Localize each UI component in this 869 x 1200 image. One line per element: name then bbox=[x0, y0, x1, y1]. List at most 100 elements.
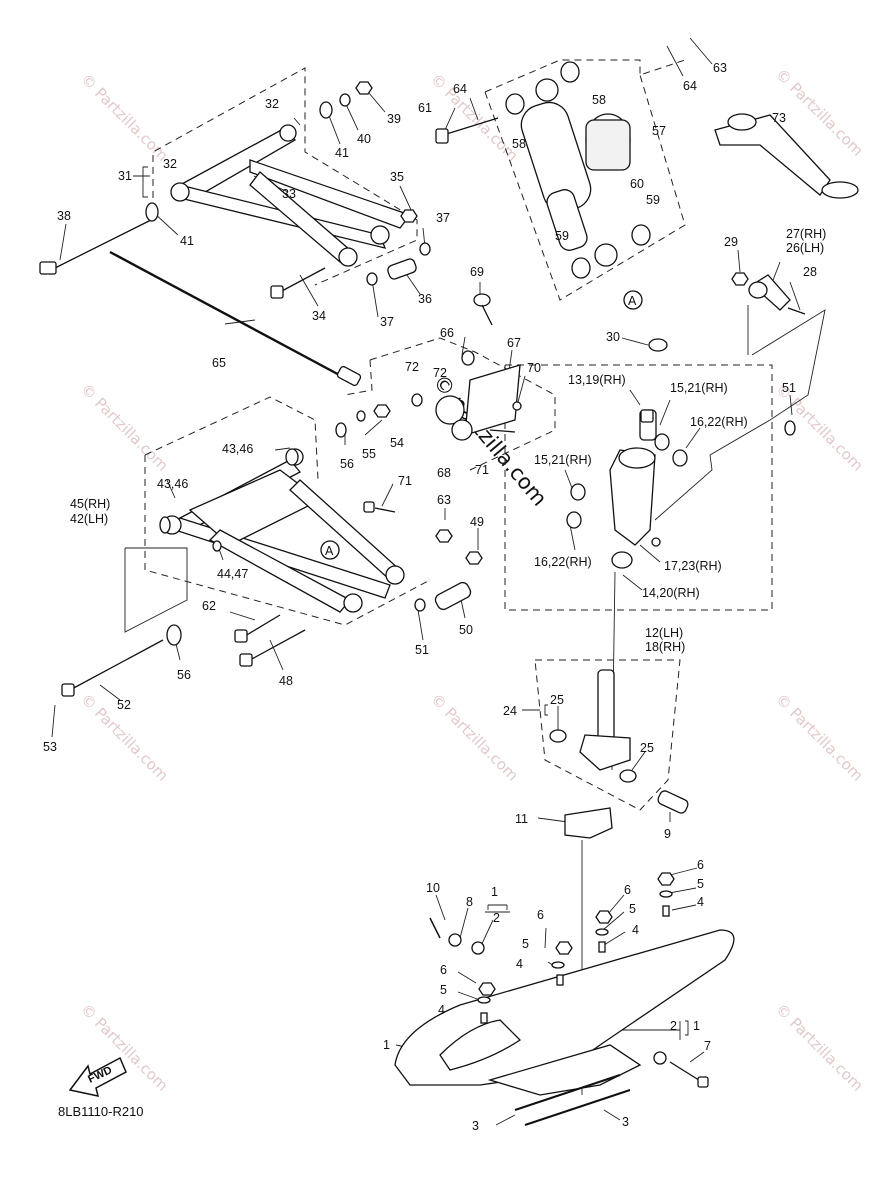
callout: 15,21(RH) bbox=[534, 453, 592, 467]
callout: 16,22(RH) bbox=[690, 415, 748, 429]
callout: 43,46 bbox=[157, 477, 188, 491]
callout: 6 bbox=[697, 858, 704, 872]
callout: 60 bbox=[630, 177, 644, 191]
callout: 3 bbox=[622, 1115, 629, 1129]
tie-rod bbox=[109, 250, 362, 387]
callout: 31 bbox=[118, 169, 132, 183]
callout: 14,20(RH) bbox=[642, 586, 700, 600]
callout: 12(LH) bbox=[645, 626, 683, 640]
callout: 71 bbox=[475, 463, 489, 477]
callout: 64 bbox=[453, 82, 467, 96]
steering-arm bbox=[714, 113, 859, 199]
callout: 56 bbox=[177, 668, 191, 682]
watermark: © Partzilla.com bbox=[77, 380, 172, 475]
callout: 5 bbox=[522, 937, 529, 951]
callout: 1 bbox=[491, 885, 498, 899]
callout: 41 bbox=[180, 234, 194, 248]
callout: 33 bbox=[282, 187, 296, 201]
callout: 49 bbox=[470, 515, 484, 529]
callout: 27(RH) bbox=[786, 227, 826, 241]
callout: 2 bbox=[493, 911, 500, 925]
callout: 43,46 bbox=[222, 442, 253, 456]
callout: 38 bbox=[57, 209, 71, 223]
callout: 25 bbox=[640, 741, 654, 755]
callout: 4 bbox=[438, 1003, 445, 1017]
callout: 55 bbox=[362, 447, 376, 461]
callout: 9 bbox=[664, 827, 671, 841]
callout: 26(LH) bbox=[786, 241, 824, 255]
callout: 63 bbox=[713, 61, 727, 75]
callout: 4 bbox=[516, 957, 523, 971]
callout: 24 bbox=[503, 704, 517, 718]
callout: 51 bbox=[415, 643, 429, 657]
callout: 58 bbox=[512, 137, 526, 151]
watermark: © Partzilla.com bbox=[772, 1000, 867, 1095]
callout: 61 bbox=[418, 101, 432, 115]
callout: 63 bbox=[437, 493, 451, 507]
callout: 32 bbox=[163, 157, 177, 171]
callout: 30 bbox=[606, 330, 620, 344]
callout: 36 bbox=[418, 292, 432, 306]
callout: 71 bbox=[398, 474, 412, 488]
callout: 66 bbox=[440, 326, 454, 340]
fwd-arrow: FWD bbox=[68, 1056, 127, 1097]
callout: 16,22(RH) bbox=[534, 555, 592, 569]
spindle-housing bbox=[566, 338, 796, 569]
callout: 72 bbox=[433, 366, 447, 380]
watermark: © Partzilla.com bbox=[772, 690, 867, 785]
watermark: © Partzilla.com bbox=[427, 70, 522, 165]
callout: 59 bbox=[555, 229, 569, 243]
callout: 52 bbox=[117, 698, 131, 712]
callout: 64 bbox=[683, 79, 697, 93]
callout: 10 bbox=[426, 881, 440, 895]
callout: 54 bbox=[390, 436, 404, 450]
callout: 37 bbox=[380, 315, 394, 329]
callout: 4 bbox=[697, 895, 704, 909]
callout: 11 bbox=[515, 812, 528, 826]
callout: 73 bbox=[772, 111, 786, 125]
upper-arm bbox=[39, 81, 431, 299]
linkage-bracket bbox=[411, 293, 522, 441]
callout: 57 bbox=[652, 124, 666, 138]
callout: 6 bbox=[624, 883, 631, 897]
callout: 42(LH) bbox=[70, 512, 108, 526]
damper-block bbox=[564, 807, 613, 839]
callout: 39 bbox=[387, 112, 401, 126]
callout: 67 bbox=[507, 336, 521, 350]
callout: 5 bbox=[697, 877, 704, 891]
callout: 68 bbox=[437, 466, 451, 480]
callout: 28 bbox=[803, 265, 817, 279]
shock-absorber bbox=[435, 61, 651, 279]
callout: 70 bbox=[527, 361, 541, 375]
marker-a: A bbox=[325, 544, 334, 558]
callout: 45(RH) bbox=[70, 497, 110, 511]
part-graphics bbox=[39, 61, 859, 1126]
callout: 4 bbox=[632, 923, 639, 937]
callout: 35 bbox=[390, 170, 404, 184]
watermarks: © Partzilla.com © Partzilla.com © Partzi… bbox=[77, 65, 867, 1095]
callout: 69 bbox=[470, 265, 484, 279]
callout: 6 bbox=[440, 963, 447, 977]
callout: 15,21(RH) bbox=[670, 381, 728, 395]
callout: 59 bbox=[646, 193, 660, 207]
pitman-arm bbox=[731, 272, 806, 315]
reference-markers: A A bbox=[320, 290, 643, 560]
callout: 18(RH) bbox=[645, 640, 685, 654]
callout: 29 bbox=[724, 235, 738, 249]
callout: 7 bbox=[704, 1039, 711, 1053]
marker-a-circle bbox=[320, 540, 340, 560]
spindle bbox=[549, 669, 689, 814]
ski bbox=[394, 917, 735, 1126]
callout: 13,19(RH) bbox=[568, 373, 626, 387]
callout: 5 bbox=[629, 902, 636, 916]
lower-arm bbox=[61, 404, 483, 697]
callout: 58 bbox=[592, 93, 606, 107]
callout: 50 bbox=[459, 623, 473, 637]
callout: 1 bbox=[693, 1019, 700, 1033]
callout: 56 bbox=[340, 457, 354, 471]
callout: 53 bbox=[43, 740, 57, 754]
marker-a: A bbox=[628, 294, 637, 308]
callout: 1 bbox=[383, 1038, 390, 1052]
callout: 44,47 bbox=[217, 567, 248, 581]
